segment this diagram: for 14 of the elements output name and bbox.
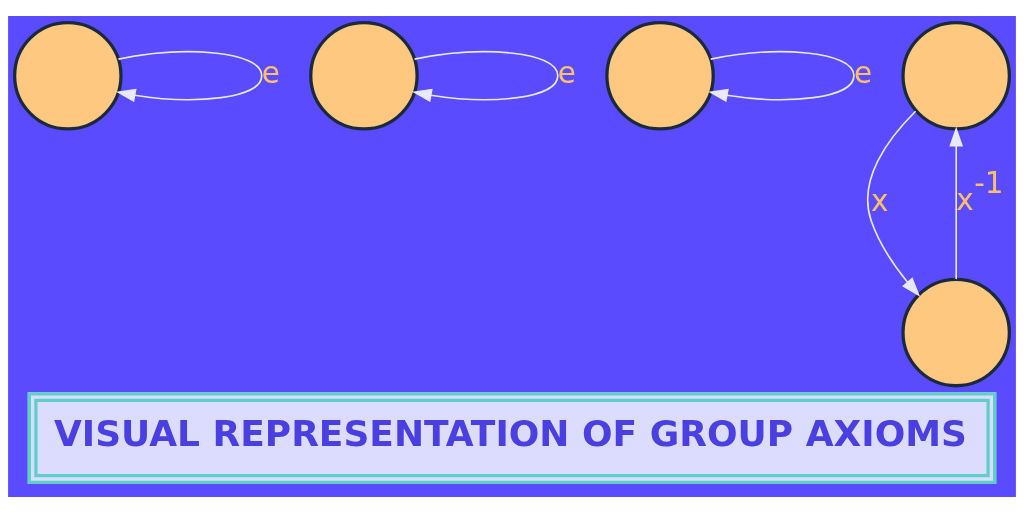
arrow — [116, 50, 263, 102]
edge-label: x — [871, 183, 889, 218]
node-circle — [901, 20, 1011, 131]
edge-label: e — [557, 55, 576, 90]
arrow — [708, 50, 855, 102]
arrow — [949, 126, 964, 280]
arrow — [866, 109, 921, 297]
diagram-title: VISUAL REPRESENTATION OF GROUP AXIOMS — [53, 412, 967, 454]
node-circle — [605, 20, 715, 131]
arrow — [412, 50, 559, 102]
edge-label: e — [853, 55, 873, 90]
node-circle — [309, 20, 419, 131]
node-circle — [13, 20, 123, 131]
edge-label: e — [261, 55, 280, 90]
